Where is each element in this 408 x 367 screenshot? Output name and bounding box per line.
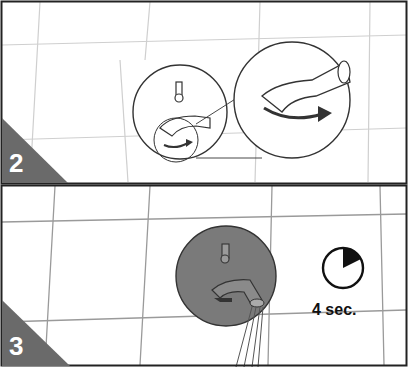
wall-tiles [2, 186, 406, 365]
mixer-plate [176, 226, 276, 326]
wall-tiles [2, 2, 406, 182]
timer-icon [323, 248, 363, 288]
duration-label: 4 sec. [312, 302, 356, 318]
water-stream [236, 307, 263, 367]
step-number: 2 [9, 150, 23, 176]
zoom-detail [234, 42, 350, 158]
step-corner [2, 300, 70, 366]
step-number: 3 [9, 333, 23, 359]
step-corner [2, 118, 68, 183]
